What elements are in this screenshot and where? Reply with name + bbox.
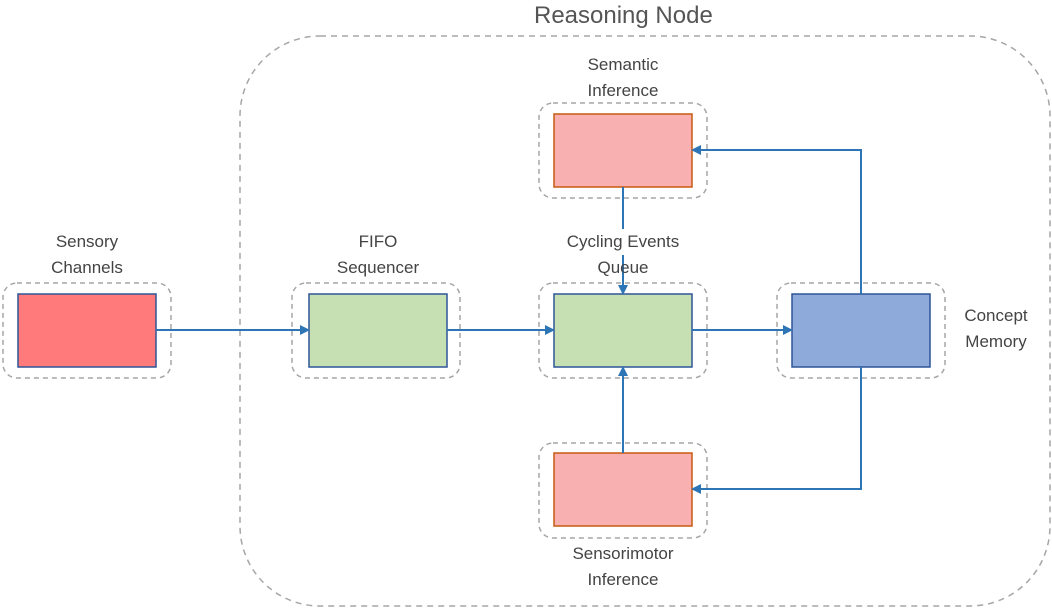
cycling-events-queue-label-line2: Queue [597, 258, 649, 277]
semantic-inference-label-line2: Inference [587, 81, 659, 100]
sensory-channels-label-line2: Channels [51, 258, 123, 277]
cycling-events-queue-label-line1: Cycling Events [564, 229, 682, 255]
sensory-channels-label: Sensory Channels [37, 229, 137, 281]
cycling-events-queue-label: Cycling Events Queue [548, 229, 698, 281]
sensorimotor-inference-label-line1: Sensorimotor [572, 544, 674, 563]
sensory-channels-label-line1: Sensory [55, 232, 119, 251]
diagram-title: Reasoning Node [534, 2, 713, 29]
cycling-events-queue-box [553, 293, 693, 368]
concept-memory-box [791, 293, 931, 368]
semantic-inference-label: Semantic Inference [573, 52, 673, 104]
concept-memory-label-line2: Memory [965, 332, 1027, 351]
arrow-concept-to-sensorimotor [691, 367, 862, 494]
semantic-inference-label-line1: Semantic [587, 55, 659, 74]
fifo-sequencer-label-line1: FIFO [358, 232, 398, 251]
reasoning-node-container [239, 35, 1051, 607]
concept-memory-label-line1: Concept [964, 306, 1028, 325]
arrow-concept-to-semantic [691, 145, 862, 294]
sensorimotor-inference-label: Sensorimotor Inference [558, 541, 688, 593]
sensory-channels-box [17, 293, 157, 368]
fifo-sequencer-box [308, 293, 448, 368]
concept-memory-label: Concept Memory [946, 303, 1046, 355]
fifo-sequencer-label-line2: Sequencer [336, 258, 420, 277]
fifo-sequencer-label: FIFO Sequencer [328, 229, 428, 281]
sensorimotor-inference-box [553, 452, 693, 527]
sensorimotor-inference-label-line2: Inference [587, 570, 659, 589]
semantic-inference-box [553, 113, 693, 188]
